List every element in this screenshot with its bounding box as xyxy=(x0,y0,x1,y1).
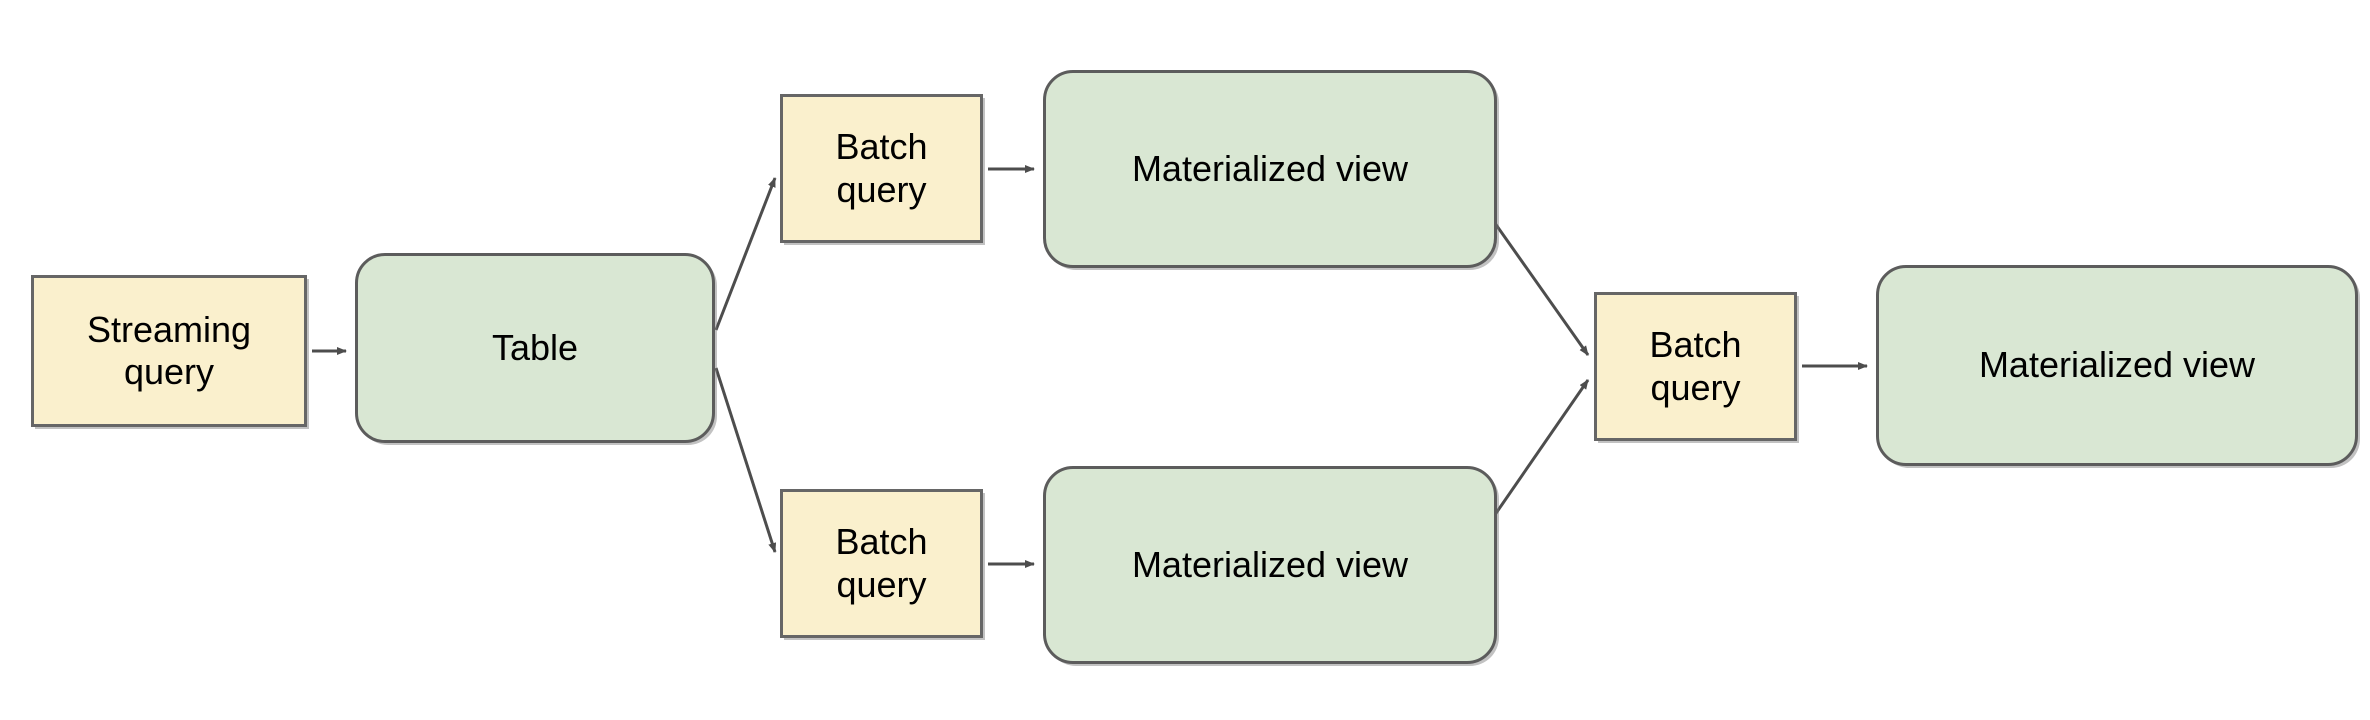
node-materialized-view-final[interactable]: Materialized view xyxy=(1876,265,2358,466)
node-label: Streaming query xyxy=(86,308,252,392)
node-streaming-query[interactable]: Streaming query xyxy=(31,275,307,427)
edge-materialized-view-bottom-to-batch-query-join xyxy=(1490,379,1590,520)
edge-table-to-batch-query-top xyxy=(714,177,777,331)
node-label: Materialized view xyxy=(1131,543,1409,585)
edge-materialized-view-top-to-batch-query-join xyxy=(1490,218,1590,356)
node-batch-query-bottom[interactable]: Batch query xyxy=(780,489,983,638)
node-label: Table xyxy=(491,326,579,368)
node-label: Batch query xyxy=(1649,324,1742,408)
node-materialized-view-top[interactable]: Materialized view xyxy=(1043,70,1497,268)
node-label: Materialized view xyxy=(1131,147,1409,189)
edge-table-to-batch-query-bottom xyxy=(714,367,777,553)
node-batch-query-top[interactable]: Batch query xyxy=(780,94,983,243)
node-label: Batch query xyxy=(835,126,928,210)
node-label: Materialized view xyxy=(1978,344,2256,386)
node-label: Batch query xyxy=(835,521,928,605)
node-table[interactable]: Table xyxy=(355,253,715,443)
node-materialized-view-bottom[interactable]: Materialized view xyxy=(1043,466,1497,664)
node-batch-query-join[interactable]: Batch query xyxy=(1594,292,1797,441)
